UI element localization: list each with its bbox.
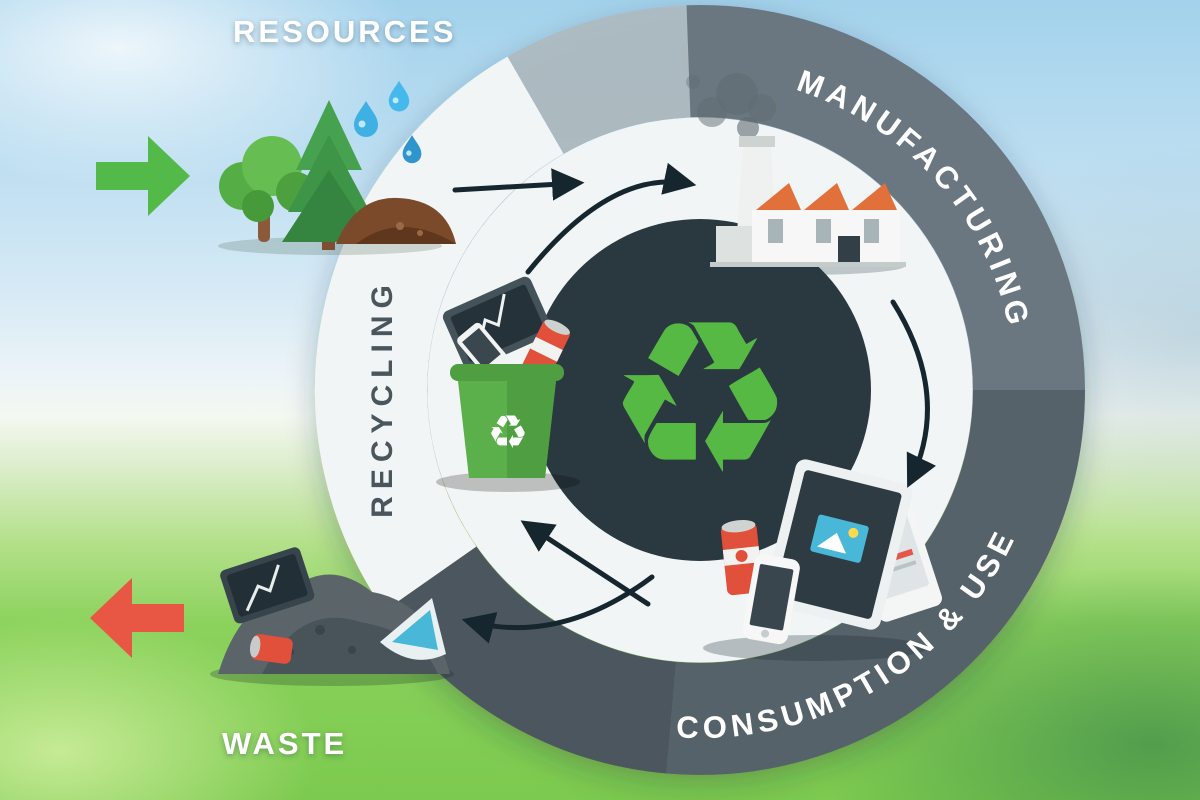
recycling-symbol-icon: ♻ [605, 275, 795, 522]
water-drop-icon [402, 135, 422, 164]
water-drop-icon [388, 80, 410, 112]
arrow-resources-to-manufacturing [452, 168, 585, 201]
monitor-device [763, 459, 913, 630]
water-drop-icon [354, 101, 378, 137]
ring-center-disc [529, 219, 871, 561]
chimney-smoke [686, 73, 776, 139]
resources-input-arrow-icon [96, 136, 190, 216]
arrow-waste-to-recycling [520, 520, 651, 607]
arrow-manufacturing-to-consumption [890, 299, 937, 488]
crushed-can [249, 634, 293, 664]
ring-segment-right [666, 389, 1085, 775]
resources-illustration [218, 80, 456, 255]
waste-label: WASTE [222, 726, 348, 761]
ring-segment-left-white [315, 56, 565, 611]
ring-segment-bottom-left [384, 545, 678, 774]
recycling-bin-illustration: ♻ [436, 276, 580, 492]
factory-illustration [686, 73, 906, 275]
waste-output-arrow-icon [90, 578, 184, 658]
resources-label: RESOURCES [233, 14, 457, 49]
ring-segment-top [686, 5, 1085, 391]
flow-arrows [452, 162, 937, 644]
ring-segment-upper-left [507, 5, 692, 155]
consumption-illustration [703, 459, 942, 661]
broken-tablet [220, 547, 315, 624]
phone-device [742, 554, 800, 645]
waste-illustration [210, 547, 454, 686]
discarded-phone [457, 322, 509, 377]
recycling-label: RECYCLING [366, 278, 399, 518]
lifecycle-ring [315, 5, 1085, 775]
bin-recycle-icon: ♻ [487, 405, 528, 459]
arrow-recycling-to-manufacturing [525, 162, 697, 275]
